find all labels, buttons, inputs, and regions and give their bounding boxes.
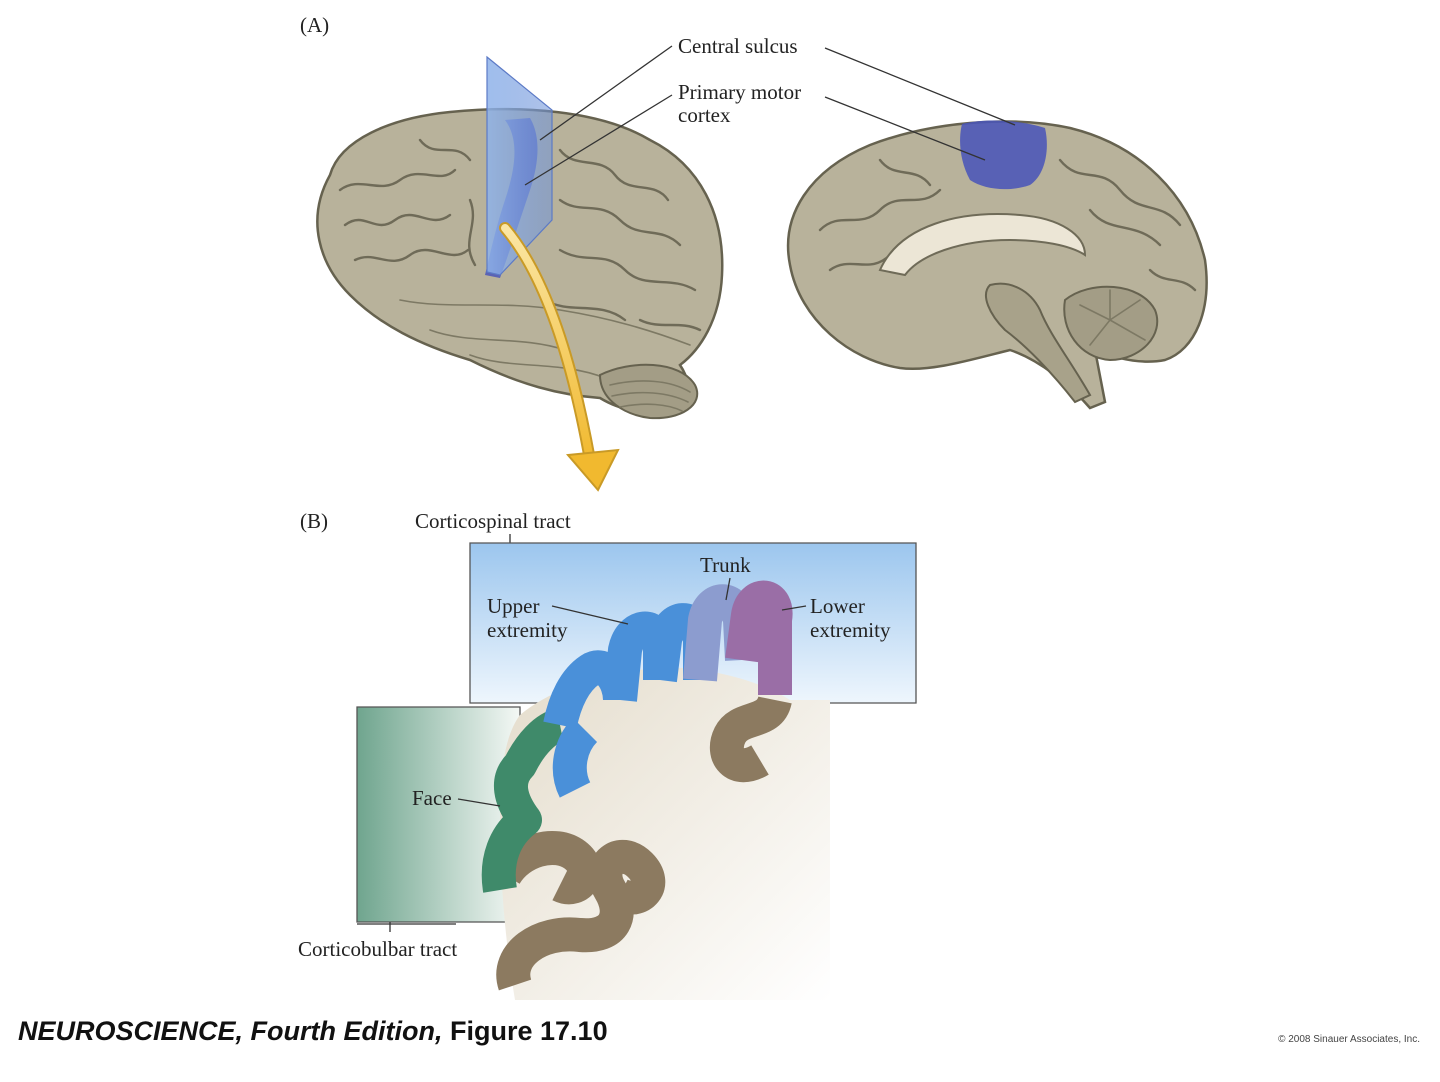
central-sulcus-leader-lateral	[539, 45, 673, 141]
copyright-notice: © 2008 Sinauer Associates, Inc.	[1278, 1034, 1420, 1045]
caption-book: NEUROSCIENCE, Fourth Edition,	[18, 1016, 443, 1046]
corticospinal-label: Corticospinal tract	[415, 509, 571, 533]
face-region	[481, 708, 566, 893]
medial-gyri	[818, 158, 1197, 292]
transition-arrow	[499, 222, 620, 492]
figure-caption: NEUROSCIENCE, Fourth Edition, Figure 17.…	[18, 1016, 608, 1046]
brainstem	[985, 282, 1092, 404]
lower-extremity-leader	[781, 605, 807, 611]
gray-matter-inferior	[490, 830, 666, 991]
central-sulcus-label: Central sulcus	[678, 34, 798, 58]
trunk-leader	[725, 577, 731, 601]
face-label: Face	[412, 786, 452, 810]
panel-b-label: (B)	[300, 509, 328, 533]
primary-motor-leader-lateral	[524, 94, 673, 186]
corpus-callosum	[878, 213, 1087, 277]
lateral-sulcus	[399, 299, 691, 346]
primary-motor-label-line2: cortex	[678, 103, 731, 127]
lateral-cerebellum	[598, 363, 699, 420]
lower-extremity-region	[725, 580, 793, 695]
upper-extremity-leader	[551, 605, 629, 625]
gray-matter-medial	[709, 694, 792, 783]
arrow-head	[565, 448, 620, 492]
upper-extremity-label-line1: Upper	[487, 594, 539, 618]
primary-motor-label-line1: Primary motor	[678, 80, 801, 104]
medial-motor-area	[960, 120, 1047, 190]
caption-figure: Figure 17.10	[450, 1016, 608, 1046]
lateral-brain	[316, 55, 724, 420]
medial-brain	[786, 120, 1208, 410]
corticobulbar-label: Corticobulbar tract	[298, 937, 457, 961]
cortical-ribbon	[481, 580, 793, 991]
lower-extremity-label-line2: extremity	[810, 618, 891, 642]
cerebellum-folia	[609, 380, 691, 412]
primary-motor-leader-medial	[824, 96, 986, 161]
arbor-vitae	[1079, 289, 1146, 346]
arrow-shaft-fill	[501, 224, 594, 464]
central-sulcus-leader-medial	[824, 47, 1016, 126]
lateral-gyri	[338, 138, 702, 332]
lower-extremity-label-line1: Lower	[810, 594, 865, 618]
panel-a-label: (A)	[300, 13, 329, 37]
face-leader	[457, 798, 501, 807]
trunk-label: Trunk	[700, 553, 751, 577]
upper-extremity-region	[543, 603, 717, 798]
upper-extremity-label-line2: extremity	[487, 618, 568, 642]
temporal-gyri	[429, 329, 606, 379]
